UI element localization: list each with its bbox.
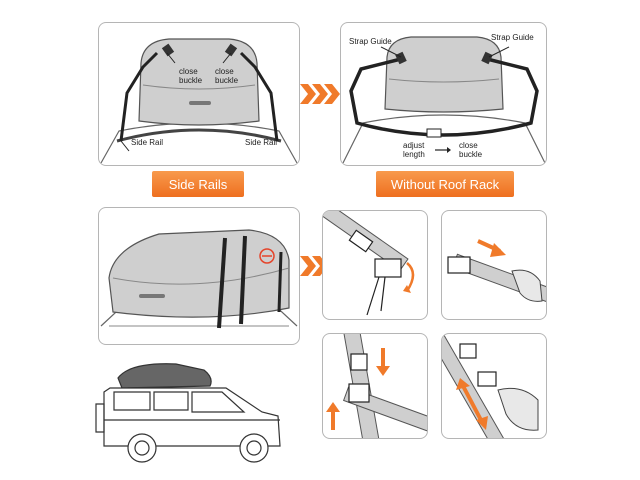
pull-strap-panel <box>441 210 547 320</box>
strap-guide-label-left: Strap Guide <box>349 37 392 46</box>
car-icon <box>95 363 281 463</box>
without-roof-rack-illustration <box>342 36 546 164</box>
pull-strap-illustration <box>447 239 546 306</box>
arrow-right-icon <box>435 147 451 153</box>
side-rail-label-left: Side Rail <box>131 138 164 147</box>
without-roof-rack-panel: Strap Guide Strap Guide adjust length cl… <box>340 22 547 166</box>
side-rails-caption: Side Rails <box>152 171 244 197</box>
close-buckle-label: close buckle <box>459 141 483 159</box>
adjust-strap-illustration <box>442 334 539 438</box>
arrow-up-icon <box>326 402 340 430</box>
curved-arrow-icon <box>403 262 415 293</box>
triple-chevron-right-icon <box>300 84 340 104</box>
bag-on-car-panel <box>98 207 300 345</box>
adjust-length-label: adjust length <box>403 141 425 159</box>
buckle-threading-illustration <box>323 211 415 316</box>
arrow-right-icon <box>477 239 506 257</box>
bag-on-car-illustration <box>100 229 298 329</box>
insert-buckle-panel <box>322 333 428 439</box>
strap-guide-label-right: Strap Guide <box>491 33 534 42</box>
side-rails-illustration <box>100 38 298 164</box>
side-rails-panel: close buckle close buckle Side Rail Side… <box>98 22 300 166</box>
close-buckle-label-right: close buckle <box>215 67 239 85</box>
adjust-strap-panel <box>441 333 547 439</box>
close-buckle-label-left: close buckle <box>179 67 203 85</box>
without-roof-rack-caption: Without Roof Rack <box>376 171 514 197</box>
buckle-threading-panel <box>322 210 428 320</box>
arrow-down-icon <box>376 348 390 376</box>
double-arrow-icon <box>456 378 488 430</box>
side-rail-label-right: Side Rail <box>245 138 278 147</box>
insert-buckle-illustration <box>326 334 427 438</box>
